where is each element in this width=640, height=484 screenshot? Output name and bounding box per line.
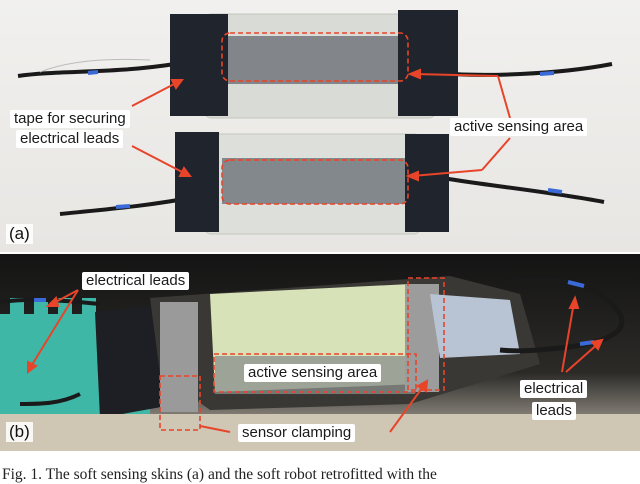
label-electrical-line1: electrical xyxy=(520,380,588,398)
label-tape-line1: tape for securing xyxy=(10,110,130,128)
label-electrical-leads-top: electrical leads xyxy=(82,272,190,290)
figure-caption: Fig. 1. The soft sensing skins (a) and t… xyxy=(2,466,437,483)
label-active-sensing-area-a: active sensing area xyxy=(450,118,588,136)
sensing-skins-photo xyxy=(17,10,613,235)
label-leads-line2: leads xyxy=(532,402,576,420)
label-active-sensing-area-b: active sensing area xyxy=(244,364,382,382)
figure-panel-b: electrical leads active sensing area ele… xyxy=(0,254,640,451)
label-tape-line2: electrical leads xyxy=(16,130,124,148)
panel-letter-b: (b) xyxy=(6,422,33,442)
panel-letter-a: (a) xyxy=(6,224,33,244)
figure-panel-a: tape for securing electrical leads activ… xyxy=(0,0,640,252)
label-sensor-clamping: sensor clamping xyxy=(238,424,356,442)
